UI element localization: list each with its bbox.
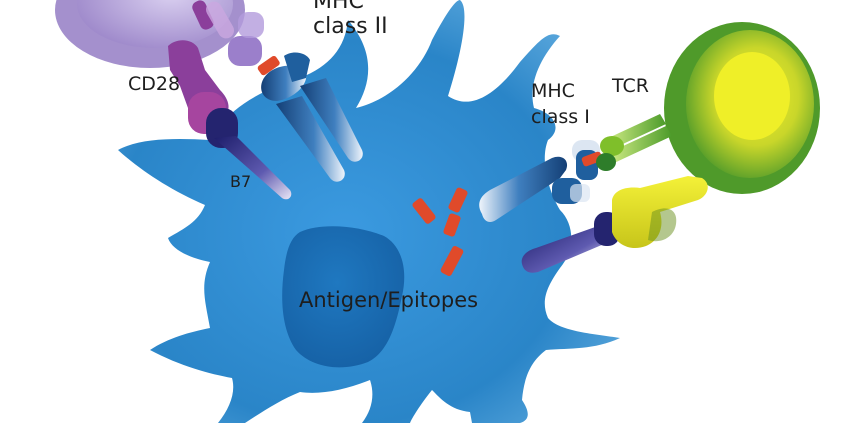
- mhc-class-i-molecule: [479, 140, 603, 222]
- mhc-class-i-label-line1: MHC: [531, 80, 575, 102]
- antigen-epitopes-label: Antigen/Epitopes: [299, 288, 478, 312]
- mhc-class-ii-label-line2: class II: [313, 14, 388, 39]
- tcr-receptor: [596, 114, 672, 171]
- dendritic-cell-body: [118, 0, 620, 423]
- peptide-fragments: [412, 187, 468, 277]
- tcr-label: TCR: [611, 75, 649, 97]
- mhc-class-i-label-line2: class I: [531, 106, 590, 128]
- b7-ligand: [206, 108, 292, 200]
- cd28-label: CD28: [128, 73, 180, 95]
- nucleus: [282, 226, 405, 368]
- mhc-class-ii-label-line1: MHC: [313, 0, 364, 14]
- b7-label: B7: [230, 172, 251, 191]
- mhc-class-ii-molecule: [206, 1, 363, 182]
- cd28-receptor-right: [612, 176, 708, 249]
- green-t-cell: [664, 22, 820, 194]
